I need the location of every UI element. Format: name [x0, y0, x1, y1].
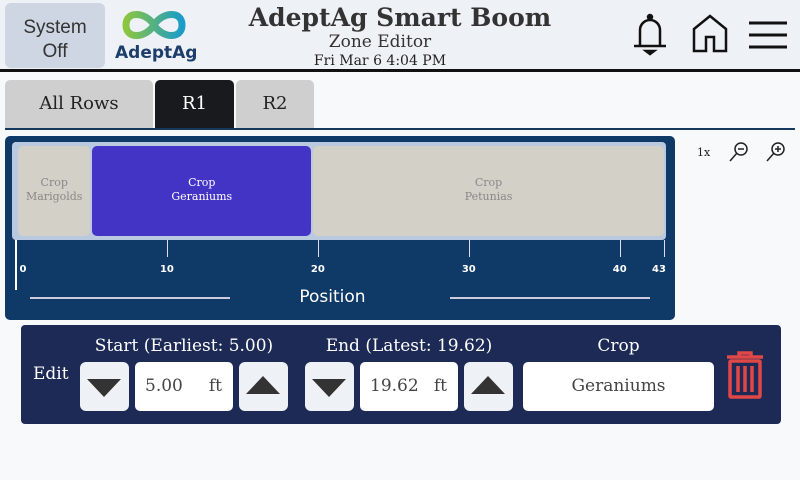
tab-r2[interactable]: R2 [236, 80, 314, 128]
segment-title: Crop [40, 176, 68, 189]
tab-underline [5, 128, 795, 130]
tab-r1[interactable]: R1 [155, 80, 234, 128]
axis-line-left [30, 297, 230, 299]
arrow-up-icon [246, 376, 280, 394]
arrow-down-icon [87, 379, 121, 397]
segment-title: Crop [188, 176, 216, 189]
bell-icon[interactable] [630, 13, 670, 61]
axis-tick [619, 240, 621, 257]
segment-title: Crop [474, 176, 503, 189]
unit-label: ft [433, 376, 447, 396]
tick-label: 0 [19, 264, 27, 275]
end-input[interactable]: 19.62 ft [360, 362, 458, 411]
crop-label: Crop [597, 336, 640, 356]
start-increase-button[interactable] [239, 362, 288, 411]
axis-line-right [450, 297, 650, 299]
trash-icon[interactable] [724, 350, 766, 404]
home-icon[interactable] [690, 13, 730, 57]
axis-tick [664, 240, 665, 257]
tick-label: 30 [461, 264, 476, 275]
axis-tick [317, 240, 319, 257]
axis-tick [468, 240, 470, 257]
start-input[interactable]: 5.00 ft [135, 362, 233, 411]
start-label: Start (Earliest: 5.00) [94, 336, 274, 356]
axis-tick [166, 240, 168, 257]
start-value: 5.00 [145, 376, 183, 396]
adeptag-logo-icon [118, 6, 190, 48]
end-increase-button[interactable] [464, 362, 513, 411]
zoom-level: 1x [697, 146, 711, 159]
crop-select[interactable]: Geraniums [523, 362, 714, 411]
segment-name: Marigolds [25, 190, 83, 203]
page-subtitle: Zone Editor [328, 32, 432, 52]
start-decrease-button[interactable] [80, 362, 129, 411]
zoom-out-icon[interactable] [728, 141, 750, 167]
tick-label: 40 [612, 264, 627, 275]
end-label: End (Latest: 19.62) [325, 336, 493, 356]
logo-text: AdeptAg [115, 43, 198, 63]
edit-label: Edit [33, 364, 69, 384]
segment-name: Petunias [464, 190, 513, 203]
segment-name: Geraniums [171, 190, 233, 203]
tick-label: 20 [310, 264, 325, 275]
menu-icon[interactable] [748, 20, 788, 54]
tab-all-rows[interactable]: All Rows [5, 80, 153, 128]
tick-label: 10 [159, 264, 174, 275]
end-decrease-button[interactable] [305, 362, 354, 411]
datetime: Fri Mar 6 4:04 PM [313, 53, 447, 69]
arrow-up-icon [471, 376, 505, 394]
app-title: AdeptAg Smart Boom [248, 3, 552, 32]
unit-label: ft [208, 376, 222, 396]
arrow-down-icon [312, 379, 346, 397]
zoom-in-icon[interactable] [765, 141, 787, 167]
axis-label: Position [299, 287, 366, 307]
tick-label: 43 [652, 264, 666, 275]
end-value: 19.62 [370, 376, 419, 396]
